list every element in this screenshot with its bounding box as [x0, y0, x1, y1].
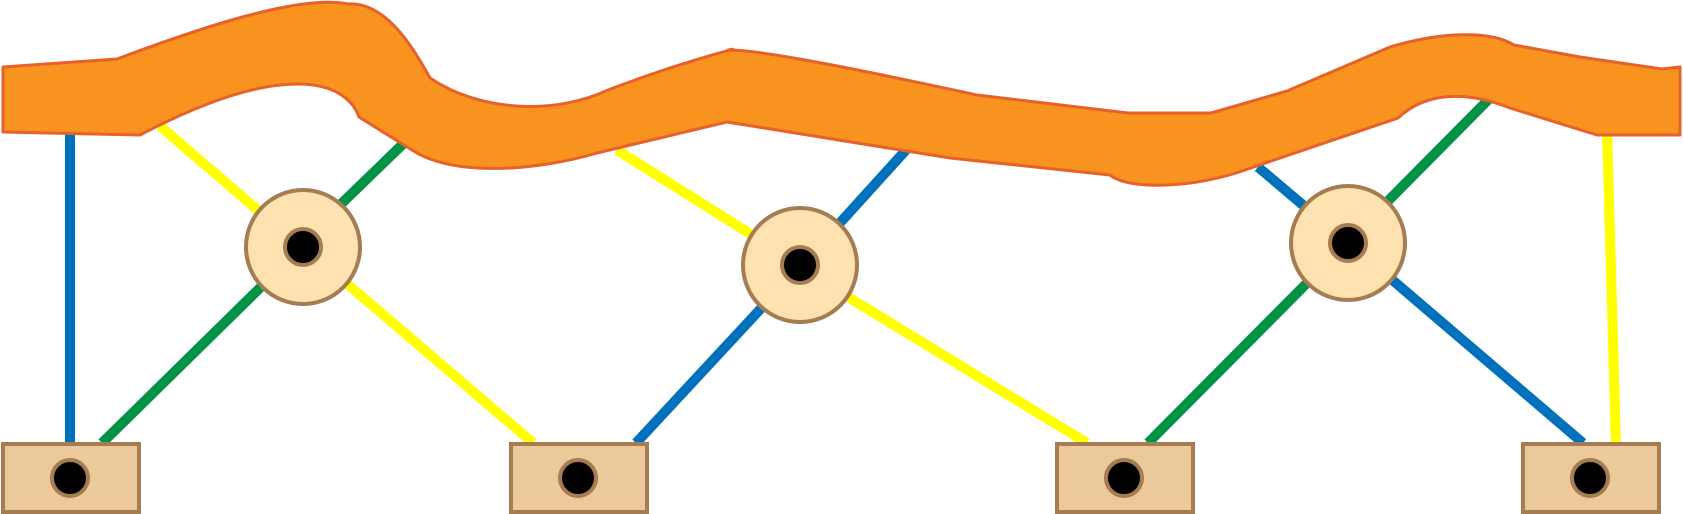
block-1 [1, 442, 141, 514]
line-blue-hub2-band [834, 146, 910, 229]
line-green-hub3-band [1383, 94, 1494, 206]
line-green-block3-hub3 [1144, 276, 1314, 447]
line-green-block1-hub1 [98, 279, 269, 447]
line-yellow-band-hub1 [156, 122, 264, 216]
line-yellow-right-post [1602, 129, 1621, 446]
line-blue-block2-hub2 [632, 298, 771, 447]
orange-band [1, 0, 1682, 187]
line-blue-band-hub3 [1254, 163, 1314, 215]
hub-3-hole [1328, 223, 1368, 263]
line-yellow-hub2-block3 [845, 292, 1090, 448]
line-yellow-band-hub2 [614, 145, 755, 240]
block-3-hole [1104, 458, 1144, 498]
block-4-base [1521, 442, 1661, 514]
hub-2 [741, 206, 859, 324]
block-2 [509, 442, 649, 514]
line-green-hub1-band [336, 138, 409, 209]
block-3 [1055, 442, 1195, 514]
hub-1 [244, 188, 362, 306]
block-4 [1521, 442, 1661, 514]
connecting-lines [65, 94, 1621, 448]
line-yellow-hub1-block2 [341, 278, 537, 447]
hub-3 [1289, 184, 1407, 302]
hub-2-hole [780, 245, 820, 285]
block-1-hole [50, 458, 90, 498]
line-blue-hub3-block4 [1386, 274, 1587, 447]
block-2-hole [558, 458, 598, 498]
hub-1-hole [283, 227, 323, 267]
block-4-hole [1570, 458, 1610, 498]
